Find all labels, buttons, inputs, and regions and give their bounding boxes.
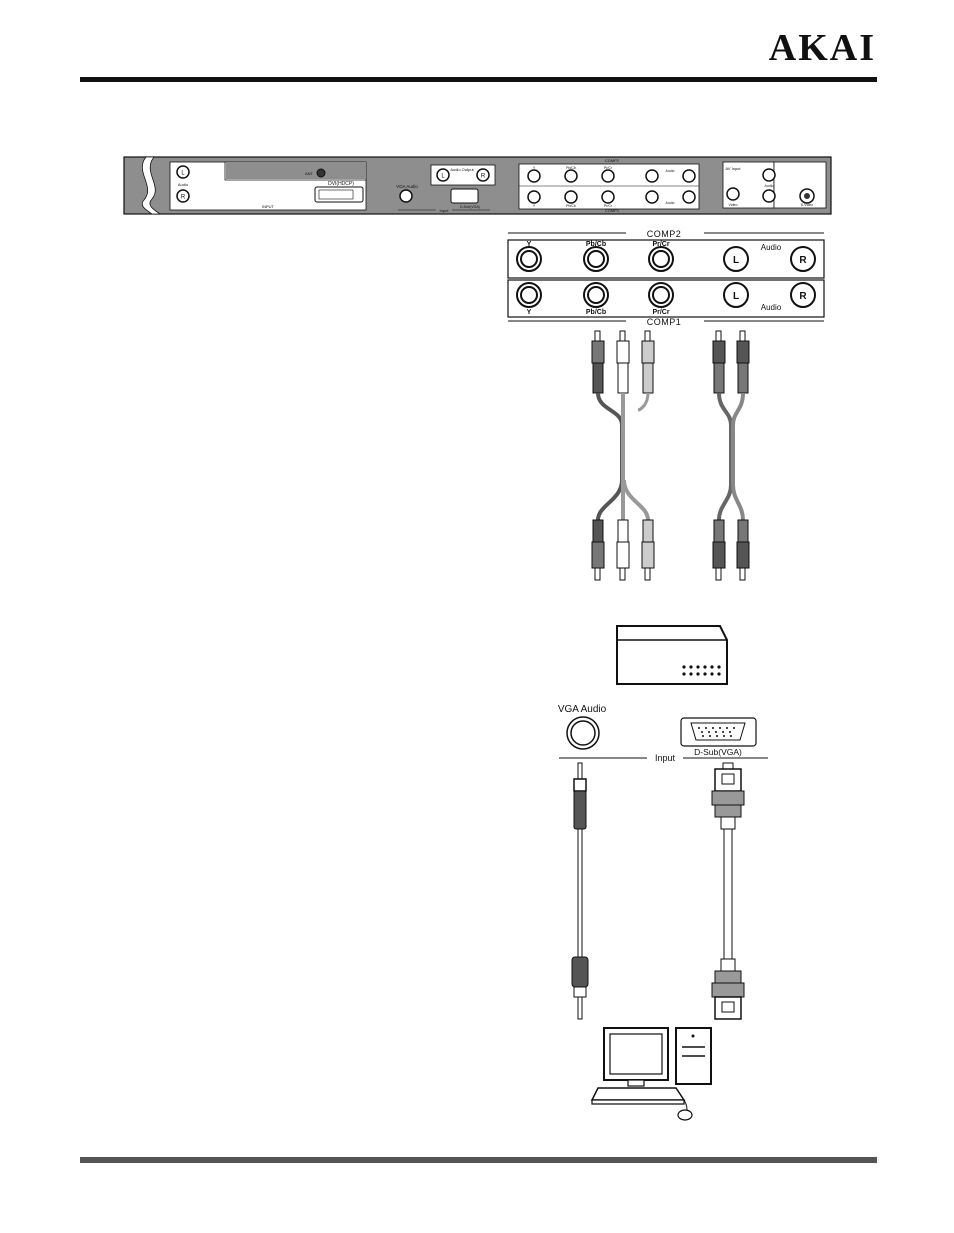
stereo-mini-cable-icon: [572, 763, 588, 1019]
input-label: Input: [655, 753, 676, 763]
d-sub-label: D-Sub(VGA): [694, 747, 742, 757]
desktop-computer-icon: [592, 1028, 711, 1120]
bottom-divider: [80, 1157, 877, 1163]
vga-audio-label: VGA Audio: [558, 704, 607, 715]
vga-panel: VGA Audio D-Sub(VGA) Input: [558, 704, 768, 763]
vga-cable-icon: [712, 763, 744, 1019]
